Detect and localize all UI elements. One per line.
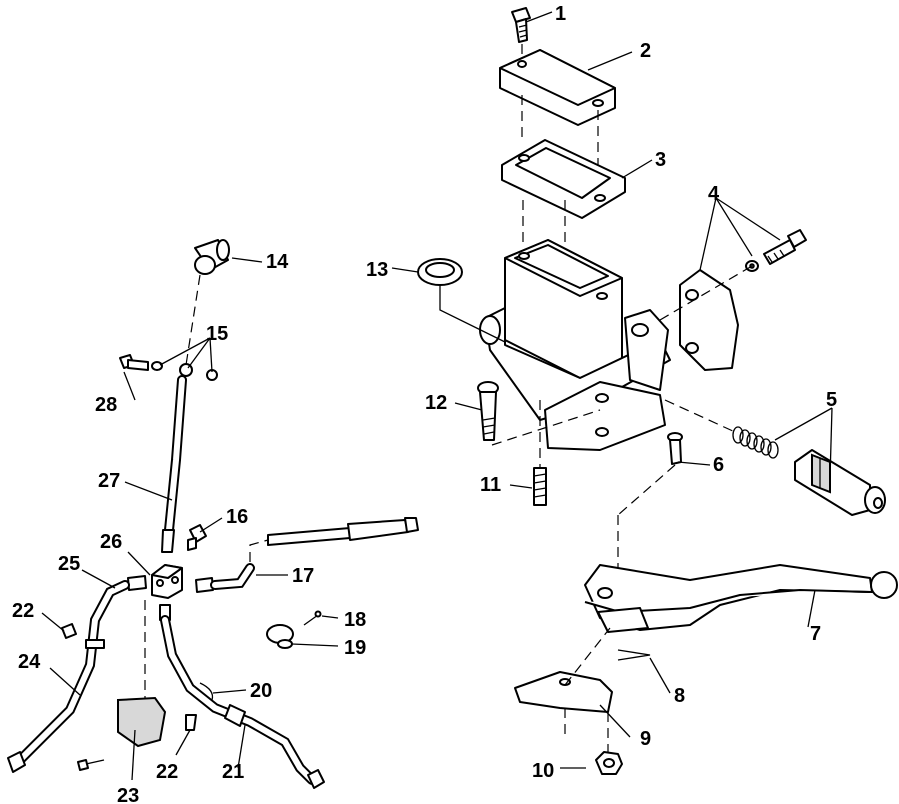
part-11-bolt xyxy=(533,467,547,506)
callout-16: 16 xyxy=(226,506,248,528)
part-8-clip xyxy=(617,649,651,661)
callout-5: 5 xyxy=(826,389,837,411)
part-22-fittings xyxy=(61,623,197,731)
callout-10: 10 xyxy=(532,760,554,782)
callout-15: 15 xyxy=(206,323,228,345)
callout-18: 18 xyxy=(344,609,366,631)
callout-20: 20 xyxy=(250,680,272,702)
callout-22-bottom: 22 xyxy=(156,761,178,783)
part-6-pivot-bolt xyxy=(667,432,683,465)
callout-12: 12 xyxy=(425,392,447,414)
callout-19: 19 xyxy=(344,637,366,659)
part-17-hose-fitting xyxy=(195,517,419,593)
part-14-tee-fitting xyxy=(194,239,230,275)
callout-labels: 1 2 3 4 5 6 7 8 9 10 11 12 13 14 15 16 1… xyxy=(12,3,837,804)
part-15-washers-part-28-bolt xyxy=(119,354,218,381)
callout-24: 24 xyxy=(18,651,41,673)
callout-1: 1 xyxy=(555,3,566,25)
callout-7: 7 xyxy=(810,623,821,645)
part-16-bleeder xyxy=(187,524,207,551)
callout-21: 21 xyxy=(222,761,244,783)
part-4-clamp-bolt-washer xyxy=(679,229,807,371)
part-1-cover-screw xyxy=(511,7,531,43)
part-9-lever-bracket xyxy=(514,671,613,713)
callout-13: 13 xyxy=(366,259,388,281)
part-20-21-lower-hose xyxy=(159,604,325,789)
part-12-screw xyxy=(477,381,499,441)
part-2-reservoir-cover xyxy=(499,49,616,126)
callout-8: 8 xyxy=(674,685,685,707)
callout-14: 14 xyxy=(266,251,289,273)
callout-3: 3 xyxy=(655,149,666,171)
part-26-junction-block xyxy=(151,564,183,599)
part-5-spring-piston xyxy=(732,426,886,516)
master-cylinder-body xyxy=(479,239,671,451)
leader-lines xyxy=(41,11,833,781)
part-18-19-clamp xyxy=(266,610,322,649)
callout-23: 23 xyxy=(117,785,139,804)
callout-6: 6 xyxy=(713,454,724,476)
part-27-brake-hose xyxy=(161,375,187,553)
callout-11: 11 xyxy=(480,474,501,496)
part-23-screw-pad xyxy=(77,696,167,771)
callout-25: 25 xyxy=(58,553,80,575)
part-24-25-left-hose xyxy=(7,575,147,773)
part-10-nut xyxy=(595,751,623,775)
part-3-diaphragm xyxy=(501,139,626,219)
callout-27: 27 xyxy=(98,470,120,492)
callout-17: 17 xyxy=(292,565,314,587)
callout-2: 2 xyxy=(640,40,651,62)
part-13-boot-seal xyxy=(417,258,463,286)
callout-28: 28 xyxy=(95,394,117,416)
callout-26: 26 xyxy=(100,531,122,553)
callout-22-left: 22 xyxy=(12,600,34,622)
part-7-brake-lever xyxy=(584,564,898,633)
callout-4: 4 xyxy=(708,183,720,205)
callout-9: 9 xyxy=(640,728,651,750)
